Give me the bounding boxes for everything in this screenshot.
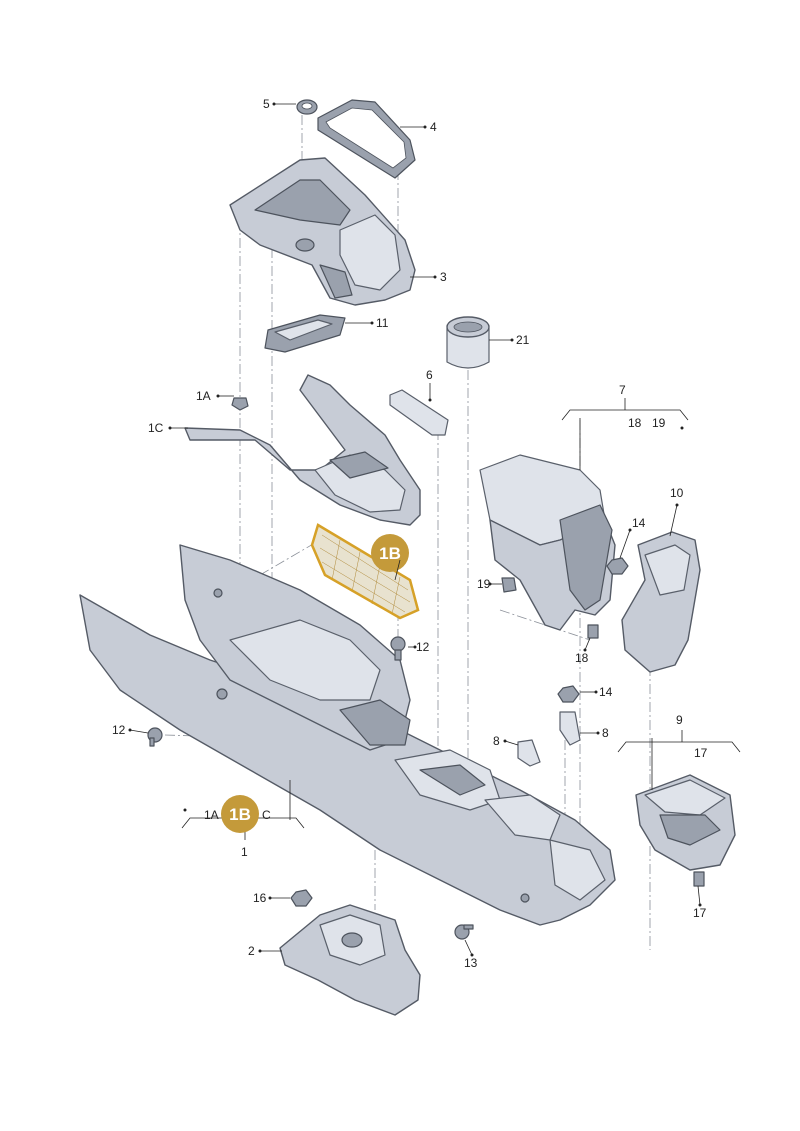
callout-labels: 5 4 3 11 21 6 1A 1C 7 18 19 10 14 19 18 … xyxy=(112,97,708,970)
label-1A-top: 1A xyxy=(196,389,211,403)
part-5-grommet xyxy=(296,99,318,115)
label-1A-bottom: 1A xyxy=(204,808,219,822)
part-11-trim xyxy=(264,314,346,353)
label-17-item: 17 xyxy=(693,906,707,920)
leaders xyxy=(128,102,702,957)
part-9-tray xyxy=(635,774,736,871)
part-2-bracket xyxy=(279,904,421,1016)
label-17-sub: 17 xyxy=(694,746,708,760)
label-21: 21 xyxy=(516,333,530,347)
badge-1B-lower xyxy=(221,795,259,833)
label-13: 13 xyxy=(464,956,478,970)
label-12-lower: 12 xyxy=(112,723,126,737)
label-2: 2 xyxy=(248,944,255,958)
label-12-upper: 12 xyxy=(416,640,430,654)
label-18-sub: 18 xyxy=(628,416,642,430)
part-4-frame xyxy=(317,99,416,179)
badge-1B-lower-label: 1B xyxy=(229,805,251,824)
label-14-lower: 14 xyxy=(599,685,613,699)
badge-1B-upper-label: 1B xyxy=(379,544,401,563)
label-C-bottom: C xyxy=(262,808,271,822)
label-1: 1 xyxy=(241,845,248,859)
label-10: 10 xyxy=(670,486,684,500)
part-7-armrest xyxy=(479,454,616,631)
label-6: 6 xyxy=(426,368,433,382)
label-3: 3 xyxy=(440,270,447,284)
label-8-upper: 8 xyxy=(602,726,609,740)
label-11: 11 xyxy=(376,316,389,330)
label-19-sub: 19 xyxy=(652,416,666,430)
part-1C-trim-panel xyxy=(184,374,421,526)
label-14-upper: 14 xyxy=(632,516,646,530)
part-10-cover xyxy=(621,531,701,673)
label-18-item: 18 xyxy=(575,651,589,665)
fasteners xyxy=(147,397,705,940)
label-16: 16 xyxy=(253,891,267,905)
part-1B-net-pocket: 1B xyxy=(310,523,420,620)
label-19-item: 19 xyxy=(477,577,491,591)
part-21-cup-insert xyxy=(446,316,490,369)
label-8-lower: 8 xyxy=(493,734,500,748)
label-4: 4 xyxy=(430,120,437,134)
label-1C-top: 1C xyxy=(148,421,164,435)
part-6-strip xyxy=(389,389,449,436)
part-1-console-body xyxy=(79,544,616,926)
label-9: 9 xyxy=(676,713,683,727)
part-3-upper-cover xyxy=(229,157,416,306)
label-7: 7 xyxy=(619,383,626,397)
label-5: 5 xyxy=(263,97,270,111)
